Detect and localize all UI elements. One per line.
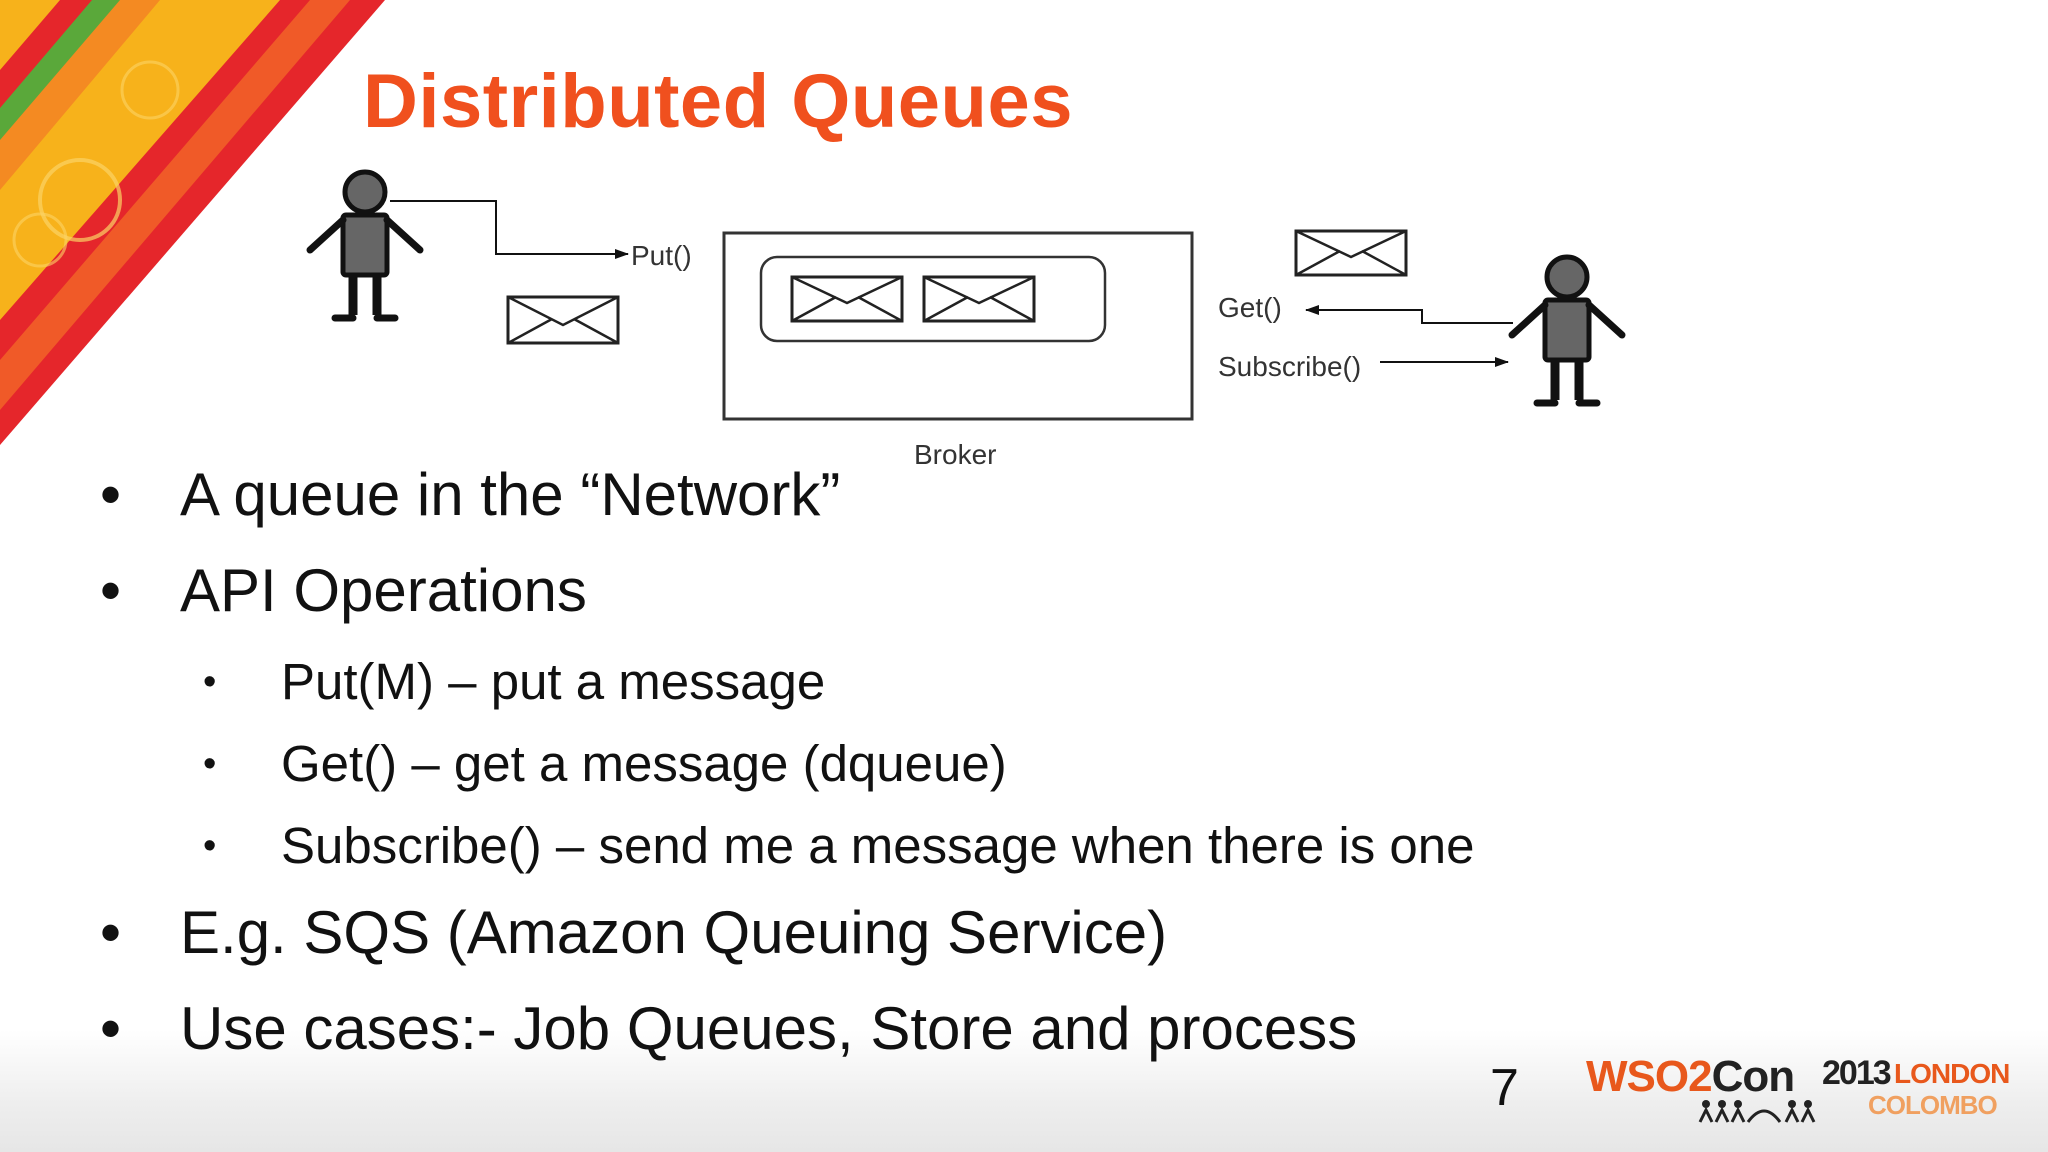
bullet-marker: • [100, 899, 122, 966]
logo-brand: WSO2Con [1586, 1052, 1796, 1102]
logo-con-text: Con [1711, 1052, 1796, 1101]
logo-city-colombo: COLOMBO [1868, 1090, 1998, 1120]
consumer-person-icon [1508, 254, 1626, 407]
broker-label: Broker [914, 439, 996, 470]
envelope-icon [506, 295, 620, 345]
bullet-list: • A queue in the “Network” • API Operati… [100, 455, 1600, 1085]
bullet-text: Subscribe() – send me a message when the… [281, 817, 1475, 874]
logo-city-london: LONDON [1894, 1058, 2010, 1089]
get-label: Get() [1218, 292, 1282, 323]
decorative-corner-stripes [0, 0, 385, 445]
bullet-item: • A queue in the “Network” [100, 455, 1600, 551]
logo-wso2-text: WSO2 [1586, 1052, 1713, 1101]
bullet-marker: • [100, 461, 122, 528]
bullet-item: • E.g. SQS (Amazon Queuing Service) [100, 893, 1600, 989]
people-icon [1698, 1100, 1816, 1123]
bullet-text: E.g. SQS (Amazon Queuing Service) [180, 899, 1168, 966]
producer-person-icon [306, 169, 424, 322]
sub-bullet-item: • Get() – get a message (dqueue) [100, 729, 1600, 811]
bullet-text: Get() – get a message (dqueue) [281, 735, 1007, 792]
sub-bullet-item: • Put(M) – put a message [100, 647, 1600, 729]
queued-envelope-icon [790, 275, 904, 323]
bullet-text: API Operations [180, 557, 587, 624]
wso2con-logo: WSO2Con 2013 LONDON COLOMBO [1586, 1052, 2016, 1132]
logo-year: 2013 [1822, 1054, 1892, 1092]
put-label: Put() [631, 240, 692, 271]
footer-band [0, 1030, 2048, 1152]
bullet-text: A queue in the “Network” [180, 461, 841, 528]
bullet-marker: • [100, 995, 122, 1062]
bullet-marker: • [203, 743, 217, 785]
bullet-marker: • [100, 557, 122, 624]
bullet-item: • API Operations [100, 551, 1600, 647]
broker-diagram: Put() Broker [306, 169, 1626, 470]
queued-envelope-icon [922, 275, 1036, 323]
slide-title: Distributed Queues [363, 59, 1073, 144]
sub-bullet-item: • Subscribe() – send me a message when t… [100, 811, 1600, 893]
bullet-text: Put(M) – put a message [281, 653, 826, 710]
bullet-marker: • [203, 661, 217, 703]
put-arrow [390, 200, 629, 259]
envelope-icon [1294, 229, 1408, 277]
bullet-marker: • [203, 825, 217, 867]
get-arrow [1305, 305, 1513, 324]
page-number: 7 [1490, 1059, 1519, 1117]
bullet-item: • Use cases:- Job Queues, Store and proc… [100, 989, 1600, 1085]
subscribe-label: Subscribe() [1218, 351, 1361, 382]
bullet-text: Use cases:- Job Queues, Store and proces… [180, 995, 1358, 1062]
